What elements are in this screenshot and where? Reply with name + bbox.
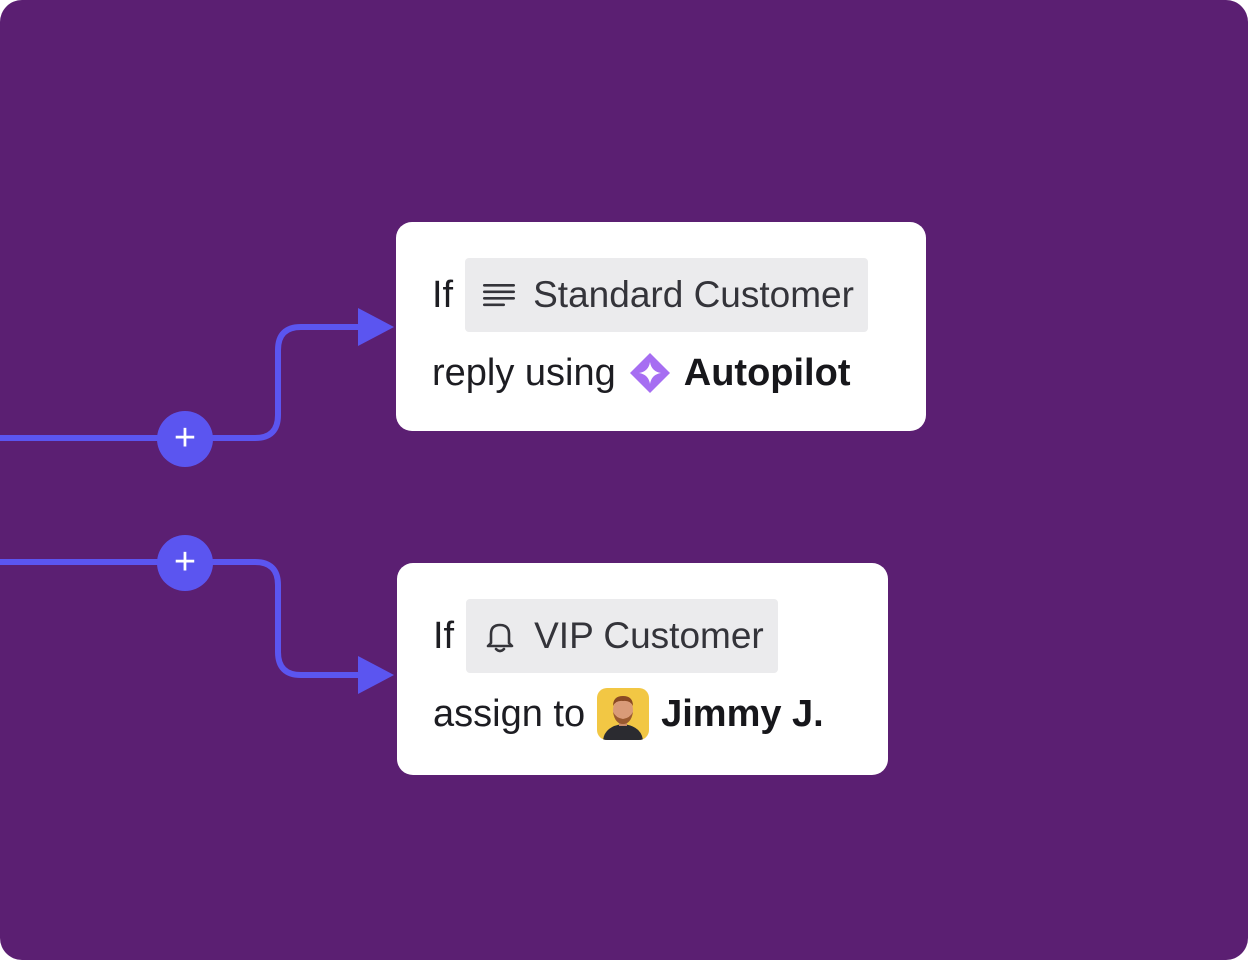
- condition-label: VIP Customer: [534, 615, 764, 657]
- autopilot-sparkle-icon: [628, 351, 672, 395]
- rule-condition: If VIP Customer: [433, 599, 852, 673]
- add-step-button[interactable]: +: [157, 411, 213, 467]
- condition-chip[interactable]: Standard Customer: [465, 258, 868, 332]
- action-label: reply using: [432, 352, 616, 395]
- arrowhead-standard: [358, 308, 394, 346]
- plus-icon: +: [174, 419, 196, 457]
- condition-label: Standard Customer: [533, 274, 854, 316]
- plus-icon: +: [174, 543, 196, 581]
- rule-condition: If Standard Customer: [432, 258, 890, 332]
- bell-icon: [482, 618, 518, 654]
- user-avatar: [597, 688, 649, 740]
- action-target: Jimmy J.: [661, 693, 824, 736]
- rule-card-vip[interactable]: If VIP Customer assign to: [397, 563, 888, 775]
- text-lines-icon: [481, 277, 517, 313]
- if-label: If: [433, 615, 454, 658]
- action-label: assign to: [433, 693, 585, 736]
- add-step-button[interactable]: +: [157, 535, 213, 591]
- condition-chip[interactable]: VIP Customer: [466, 599, 778, 673]
- if-label: If: [432, 274, 453, 317]
- action-target: Autopilot: [684, 352, 851, 395]
- rule-action: assign to Jimmy J.: [433, 677, 852, 751]
- rule-action: reply using Autopilot: [432, 336, 890, 410]
- rule-card-standard[interactable]: If Standard Customer reply using: [396, 222, 926, 431]
- arrowhead-vip: [358, 656, 394, 694]
